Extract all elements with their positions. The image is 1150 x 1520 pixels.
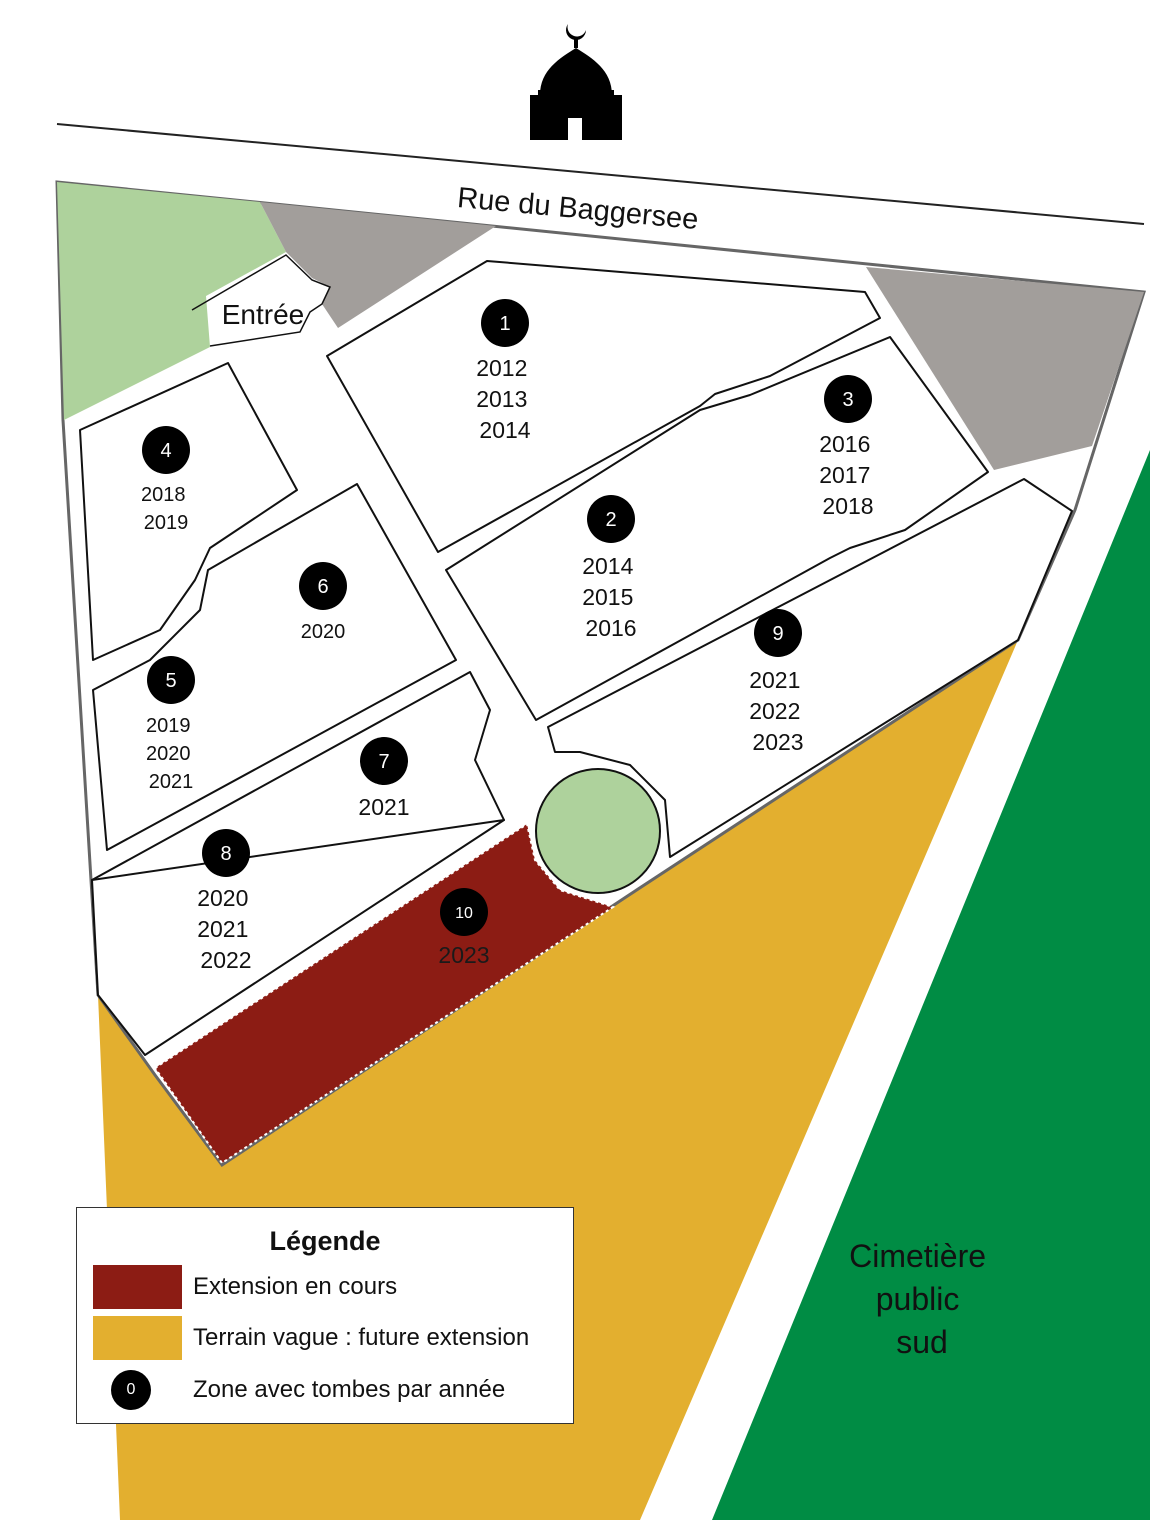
legend-item-vacant-land: Terrain vague : future extension — [93, 1316, 529, 1360]
legend-swatch-extension — [93, 1265, 182, 1309]
zone-years: 2019 2020 2021 — [146, 715, 196, 793]
zone-badge — [587, 495, 635, 543]
zone-number: 8 — [220, 843, 231, 865]
zone-3: 3 2016 2017 2018 — [819, 375, 877, 519]
zone-number: 6 — [317, 576, 328, 598]
zone-years: 2021 — [358, 794, 409, 820]
legend-title: Légende — [269, 1226, 381, 1256]
zone-number: 7 — [378, 751, 389, 773]
zone-1: 1 2012 2013 2014 — [476, 299, 534, 443]
legend-swatch-vacant-land — [93, 1316, 182, 1360]
plot-2 — [445, 336, 989, 721]
zone-7: 7 2021 — [358, 737, 410, 820]
public-cemetery-label-line-3: sud — [896, 1324, 948, 1360]
zone-5: 5 2019 2020 2021 — [146, 656, 196, 793]
plot-8 — [91, 819, 505, 1056]
plot-9 — [547, 478, 1073, 858]
zone-4: 4 2018 2019 — [141, 426, 191, 534]
zone-badge — [299, 562, 347, 610]
zone-6: 6 2020 — [299, 562, 347, 643]
zone-badge — [481, 299, 529, 347]
zone-number: 3 — [842, 389, 853, 411]
zone-badge — [360, 737, 408, 785]
zone-years: 2020 — [301, 621, 346, 643]
built-area-left — [260, 202, 496, 328]
zone-10: 10 2023 — [438, 888, 490, 968]
green-corner-area — [57, 182, 286, 420]
street-line-top — [56, 123, 1145, 225]
plot-6 — [92, 483, 457, 851]
legend-label-extension: Extension en cours — [193, 1273, 398, 1300]
zone-years: 2012 2013 2014 — [476, 355, 534, 443]
zone-badge — [142, 426, 190, 474]
zone-years: 2016 2017 2018 — [819, 431, 877, 519]
zone-number: 10 — [455, 905, 473, 922]
zone-years: 2020 2021 2022 — [197, 885, 255, 973]
public-cemetery-label: Cimetière public sud — [849, 1238, 995, 1360]
plot-1 — [326, 260, 881, 553]
zone-number: 4 — [160, 440, 171, 462]
mosque-icon — [530, 24, 622, 140]
entrance-path — [191, 254, 332, 347]
zone-years: 2023 — [438, 942, 489, 968]
zone-badge — [754, 609, 802, 657]
zone-number: 9 — [772, 623, 783, 645]
round-garden — [535, 768, 661, 894]
zone-years: 2021 2022 2023 — [749, 667, 807, 755]
zone-badge — [824, 375, 872, 423]
legend-label-zone: Zone avec tombes par année — [193, 1376, 506, 1403]
built-area-right — [866, 267, 1144, 470]
zone-years: 2018 2019 — [141, 484, 191, 534]
zone-badge — [147, 656, 195, 704]
zone-9: 9 2021 2022 2023 — [749, 609, 807, 755]
extension-in-progress-area — [153, 822, 616, 1165]
legend-item-extension: Extension en cours — [93, 1265, 397, 1309]
public-cemetery-area — [712, 450, 1150, 1520]
entrance-label: Entrée — [222, 299, 305, 330]
zone-badge — [202, 829, 250, 877]
zone-years: 2014 2015 2016 — [582, 553, 640, 641]
plot-4 — [79, 362, 298, 661]
zone-number: 2 — [605, 509, 616, 531]
zone-2: 2 2014 2015 2016 — [582, 495, 640, 641]
plots — [79, 260, 1073, 1056]
public-cemetery-label-line-1: Cimetière — [849, 1238, 986, 1274]
zone-badge — [440, 888, 488, 936]
public-cemetery-label-line-2: public — [876, 1281, 960, 1317]
legend-zone-badge: 0 — [111, 1370, 151, 1410]
legend-label-vacant-land: Terrain vague : future extension — [193, 1324, 530, 1351]
legend: Légende Extension en cours Terrain vague… — [76, 1207, 574, 1424]
zone-number: 5 — [165, 670, 176, 692]
legend-item-zone: 0 Zone avec tombes par année — [93, 1368, 505, 1412]
zone-number: 1 — [499, 313, 510, 335]
zone-8: 8 2020 2021 2022 — [197, 829, 255, 973]
